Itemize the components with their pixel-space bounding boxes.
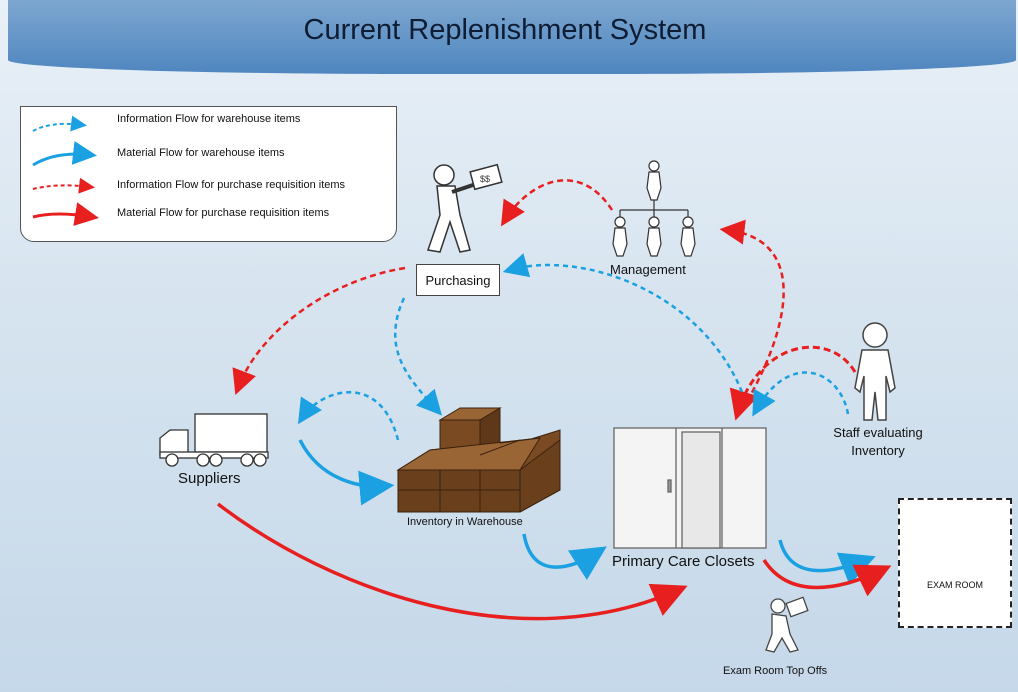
title-banner xyxy=(8,0,1016,74)
flow-staff-to-closets-red xyxy=(729,345,857,421)
purchasing-label: Purchasing xyxy=(425,272,491,288)
staff-person-icon xyxy=(854,322,896,421)
flow-closets-to-purchasing xyxy=(502,253,744,393)
primary-care-closets-label: Primary Care Closets xyxy=(612,553,755,570)
flow-warehouse-to-closets xyxy=(522,533,607,580)
legend-arrow-info-requisition xyxy=(32,177,95,194)
flow-suppliers-to-closets xyxy=(216,502,688,621)
flow-management-to-purchasing xyxy=(501,179,614,227)
flow-purchasing-to-suppliers xyxy=(232,266,406,396)
supplier-truck-icon xyxy=(159,413,269,467)
exam-room-box: EXAM ROOM xyxy=(898,498,1012,628)
legend-label-info-requisition: Information Flow for purchase requisitio… xyxy=(117,179,346,191)
exam-room-label: EXAM ROOM xyxy=(926,580,983,590)
flow-purchasing-to-warehouse xyxy=(393,297,443,416)
inventory-warehouse-label: Inventory in Warehouse xyxy=(407,516,523,528)
top-off-person-icon xyxy=(765,596,809,653)
flow-staff-to-closets-blue xyxy=(752,371,850,417)
purchasing-label-box: Purchasing xyxy=(416,264,500,296)
flow-warehouse-to-suppliers xyxy=(297,391,400,441)
legend-arrow-material-requisition xyxy=(32,202,99,226)
legend-label-material-requisition: Material Flow for purchase requisition i… xyxy=(117,207,330,219)
flow-suppliers-to-warehouse xyxy=(298,439,395,506)
management-org-icon xyxy=(612,160,696,257)
legend: Information Flow for warehouse items Mat… xyxy=(20,106,397,242)
primary-care-closet-icon xyxy=(613,427,767,549)
legend-arrow-material-warehouse xyxy=(32,141,97,167)
legend-arrow-info-warehouse xyxy=(32,115,87,132)
flow-closets-to-management xyxy=(719,219,785,411)
legend-arrows xyxy=(32,115,99,226)
exam-room-top-offs-label: Exam Room Top Offs xyxy=(723,665,828,677)
svg-text:$$: $$ xyxy=(480,174,490,184)
legend-label-info-warehouse: Information Flow for warehouse items xyxy=(117,113,301,125)
staff-label-line2: Inventory xyxy=(851,443,905,458)
flow-closets-to-exam-room-blue xyxy=(778,539,876,586)
flow-closets-to-exam-room-red xyxy=(762,559,892,597)
management-label: Management xyxy=(610,262,686,277)
legend-label-material-warehouse: Material Flow for warehouse items xyxy=(117,147,285,159)
suppliers-label: Suppliers xyxy=(178,470,241,487)
warehouse-boxes-icon xyxy=(396,407,561,513)
page-title: Current Replenishment System xyxy=(303,14,707,46)
purchasing-person-icon: $$ xyxy=(427,163,503,253)
staff-label-line1: Staff evaluating xyxy=(833,425,923,440)
